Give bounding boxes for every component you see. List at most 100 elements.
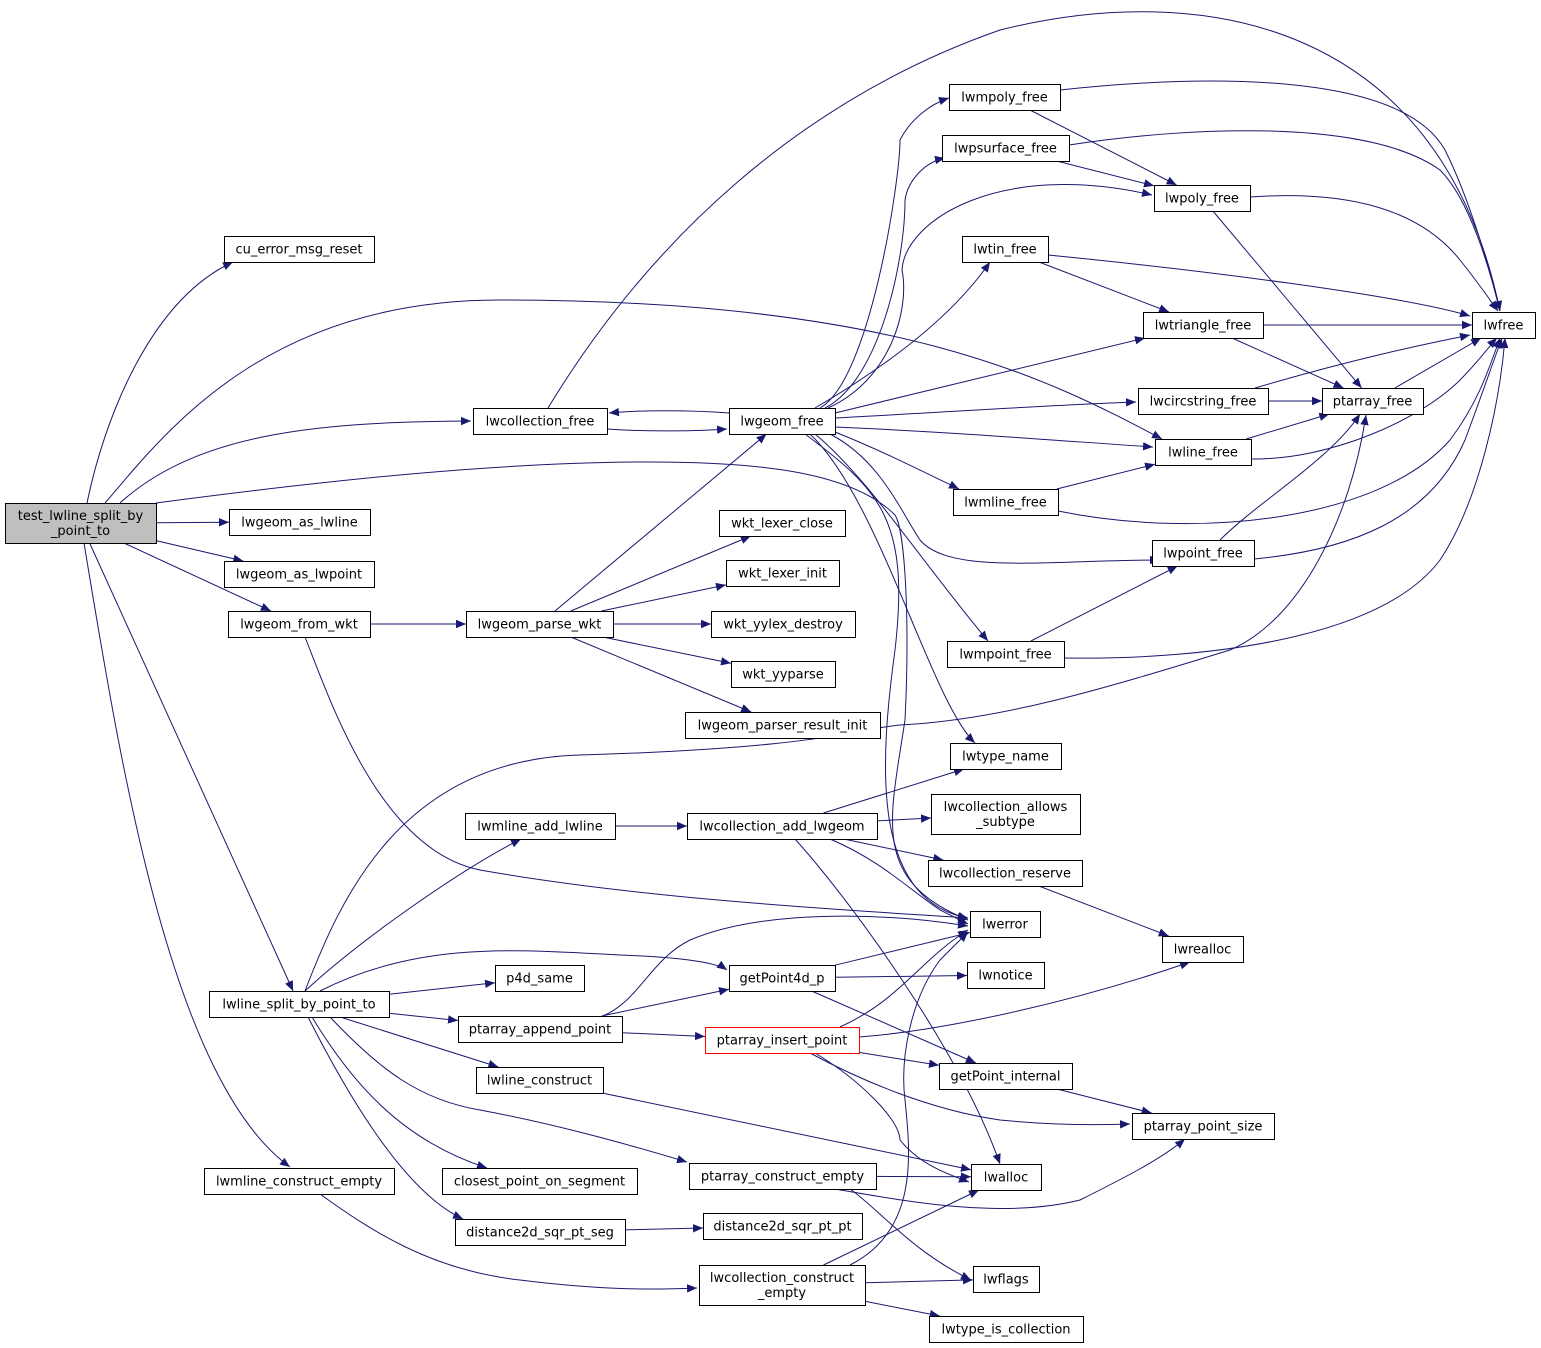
node-box bbox=[1152, 540, 1255, 567]
edge-lwline_split_by_point_to-to-ptarray_append_point bbox=[388, 1012, 459, 1024]
node-label: lwerror bbox=[982, 918, 1028, 933]
edge-lwline_split_by_point_to-to-lwmline_add_lwline bbox=[304, 838, 522, 992]
node-lwerror[interactable]: lwerror bbox=[970, 911, 1041, 938]
node-lwmline_free[interactable]: lwmline_free bbox=[953, 489, 1059, 516]
node-label: ptarray_insert_point bbox=[717, 1034, 848, 1049]
node-label: wkt_lexer_init bbox=[738, 567, 827, 582]
edge-ptarray_append_point-to-ptarray_insert_point bbox=[621, 1031, 706, 1041]
edge-lwcollection_add_lwgeom-to-lwalloc bbox=[794, 838, 1001, 1165]
node-lwline_free[interactable]: lwline_free bbox=[1155, 439, 1252, 466]
node-box bbox=[442, 1168, 638, 1195]
node-lwgeom_parse_wkt[interactable]: lwgeom_parse_wkt bbox=[466, 611, 614, 638]
node-test_lwline_split_by_point_to[interactable]: test_lwline_split_by_point_to bbox=[5, 503, 157, 544]
node-box bbox=[729, 408, 836, 435]
node-p4d_same[interactable]: p4d_same bbox=[495, 965, 585, 992]
node-label: lwcollection_add_lwgeom bbox=[699, 820, 864, 835]
node-lwtype_is_collection[interactable]: lwtype_is_collection bbox=[929, 1316, 1084, 1343]
node-ptarray_point_size[interactable]: ptarray_point_size bbox=[1132, 1113, 1275, 1140]
edge-lwgeom_free-to-lwpsurface_free bbox=[824, 155, 946, 409]
node-box bbox=[204, 1168, 395, 1195]
node-ptarray_insert_point[interactable]: ptarray_insert_point bbox=[705, 1027, 860, 1054]
edge-lwmpoint_free-to-lwpoint_free bbox=[1030, 565, 1178, 642]
node-lwcollection_construct_empty[interactable]: lwcollection_construct_empty bbox=[699, 1265, 866, 1306]
edge-lwcollection_construct_empty-to-lwerror bbox=[849, 931, 969, 1266]
edge-getPoint_internal-to-ptarray_point_size bbox=[1056, 1088, 1152, 1115]
node-cu_error_msg_reset[interactable]: cu_error_msg_reset bbox=[224, 236, 375, 263]
node-lwmline_construct_empty[interactable]: lwmline_construct_empty bbox=[204, 1168, 395, 1195]
node-lwcollection_add_lwgeom[interactable]: lwcollection_add_lwgeom bbox=[687, 813, 878, 840]
node-distance2d_sqr_pt_pt[interactable]: distance2d_sqr_pt_pt bbox=[703, 1213, 863, 1240]
edge-lwgeom_free-to-lwpoint_free bbox=[829, 433, 1161, 565]
node-label: lwpsurface_free bbox=[954, 142, 1057, 157]
edge-lwpoint_free-to-ptarray_free bbox=[1219, 413, 1361, 541]
node-wkt_lexer_close[interactable]: wkt_lexer_close bbox=[719, 510, 846, 537]
edge-ptarray_free-to-lwfree bbox=[1394, 337, 1482, 389]
node-box bbox=[953, 489, 1059, 516]
node-box bbox=[466, 611, 614, 638]
edge-lwpsurface_free-to-lwfree bbox=[1068, 130, 1502, 312]
node-label: lwmline_construct_empty bbox=[216, 1175, 382, 1190]
node-label: lwmpoint_free bbox=[959, 648, 1051, 663]
node-lwgeom_parser_result_init[interactable]: lwgeom_parser_result_init bbox=[685, 712, 881, 739]
node-ptarray_construct_empty[interactable]: ptarray_construct_empty bbox=[689, 1163, 877, 1190]
node-label: lwpoly_free bbox=[1165, 192, 1239, 207]
edge-lwline_split_by_point_to-to-distance2d_sqr_pt_seg bbox=[307, 1016, 464, 1220]
node-lwtype_name[interactable]: lwtype_name bbox=[950, 743, 1062, 770]
node-lwgeom_from_wkt[interactable]: lwgeom_from_wkt bbox=[228, 611, 371, 638]
node-label: wkt_yyparse bbox=[742, 668, 823, 683]
node-lwrealloc[interactable]: lwrealloc bbox=[1162, 936, 1244, 963]
node-lwpoint_free[interactable]: lwpoint_free bbox=[1152, 540, 1255, 567]
node-lwpoly_free[interactable]: lwpoly_free bbox=[1154, 185, 1251, 212]
node-box bbox=[229, 509, 371, 536]
node-lwflags[interactable]: lwflags bbox=[973, 1266, 1040, 1293]
node-ptarray_free[interactable]: ptarray_free bbox=[1322, 388, 1424, 415]
node-lwline_construct[interactable]: lwline_construct bbox=[476, 1067, 604, 1094]
node-distance2d_sqr_pt_seg[interactable]: distance2d_sqr_pt_seg bbox=[455, 1219, 626, 1246]
node-lwtriangle_free[interactable]: lwtriangle_free bbox=[1143, 312, 1264, 339]
node-lwcollection_reserve[interactable]: lwcollection_reserve bbox=[928, 860, 1083, 887]
node-lwmpoint_free[interactable]: lwmpoint_free bbox=[947, 641, 1065, 668]
node-box bbox=[228, 611, 371, 638]
node-box bbox=[711, 611, 856, 638]
node-lwline_split_by_point_to[interactable]: lwline_split_by_point_to bbox=[209, 991, 390, 1018]
node-lwcircstring_free[interactable]: lwcircstring_free bbox=[1138, 388, 1269, 415]
edge-lwline_split_by_point_to-to-lwline_construct bbox=[339, 1016, 499, 1068]
node-label: lwnotice bbox=[978, 969, 1032, 984]
node-label: lwtin_free bbox=[973, 243, 1036, 258]
node-lwcollection_free[interactable]: lwcollection_free bbox=[473, 408, 608, 435]
node-wkt_lexer_init[interactable]: wkt_lexer_init bbox=[726, 560, 840, 587]
node-lwtin_free[interactable]: lwtin_free bbox=[962, 236, 1049, 263]
node-ptarray_append_point[interactable]: ptarray_append_point bbox=[458, 1016, 623, 1043]
node-lwgeom_as_lwline[interactable]: lwgeom_as_lwline bbox=[229, 509, 371, 536]
node-label: lwpoint_free bbox=[1163, 547, 1243, 562]
node-label: lwgeom_as_lwline bbox=[241, 516, 358, 531]
node-label: lwmline_add_lwline bbox=[477, 820, 603, 835]
node-lwpsurface_free[interactable]: lwpsurface_free bbox=[942, 135, 1070, 162]
node-lwgeom_free[interactable]: lwgeom_free bbox=[729, 408, 836, 435]
node-label: wkt_yylex_destroy bbox=[723, 618, 843, 633]
node-label: lwcollection_allows bbox=[944, 800, 1068, 815]
node-box bbox=[929, 1316, 1084, 1343]
edge-lwcollection_add_lwgeom-to-lwcollection_reserve bbox=[843, 838, 944, 863]
edge-ptarray_append_point-to-lwerror bbox=[602, 915, 969, 1017]
node-getPoint_internal[interactable]: getPoint_internal bbox=[939, 1063, 1073, 1090]
edge-getPoint4d_p-to-lwerror bbox=[834, 930, 971, 966]
node-wkt_yyparse[interactable]: wkt_yyparse bbox=[731, 661, 836, 688]
edge-lwline_split_by_point_to-to-closest_point_on_segment bbox=[311, 1016, 488, 1169]
node-lwcollection_allows_subtype[interactable]: lwcollection_allows_subtype bbox=[931, 794, 1081, 835]
node-lwnotice[interactable]: lwnotice bbox=[967, 962, 1045, 989]
node-wkt_yylex_destroy[interactable]: wkt_yylex_destroy bbox=[711, 611, 856, 638]
node-getPoint4d_p[interactable]: getPoint4d_p bbox=[729, 965, 836, 992]
node-lwgeom_as_lwpoint[interactable]: lwgeom_as_lwpoint bbox=[224, 561, 375, 588]
node-lwmline_add_lwline[interactable]: lwmline_add_lwline bbox=[465, 813, 616, 840]
edge-lwcollection_construct_empty-to-lwtype_is_collection bbox=[864, 1300, 940, 1319]
edge-lwcollection_add_lwgeom-to-lwcollection_allows_subtype bbox=[876, 814, 932, 823]
node-lwalloc[interactable]: lwalloc bbox=[971, 1164, 1042, 1191]
edge-test_lwline_split_by_point_to-to-lwgeom_from_wkt bbox=[123, 542, 272, 612]
node-box bbox=[942, 135, 1070, 162]
node-lwfree[interactable]: lwfree bbox=[1472, 312, 1536, 339]
node-lwmpoly_free[interactable]: lwmpoly_free bbox=[949, 84, 1061, 111]
node-label: lwtype_name bbox=[962, 750, 1049, 765]
node-closest_point_on_segment[interactable]: closest_point_on_segment bbox=[442, 1168, 638, 1195]
edge-lwmpoly_free-to-lwpoly_free bbox=[1029, 109, 1177, 186]
